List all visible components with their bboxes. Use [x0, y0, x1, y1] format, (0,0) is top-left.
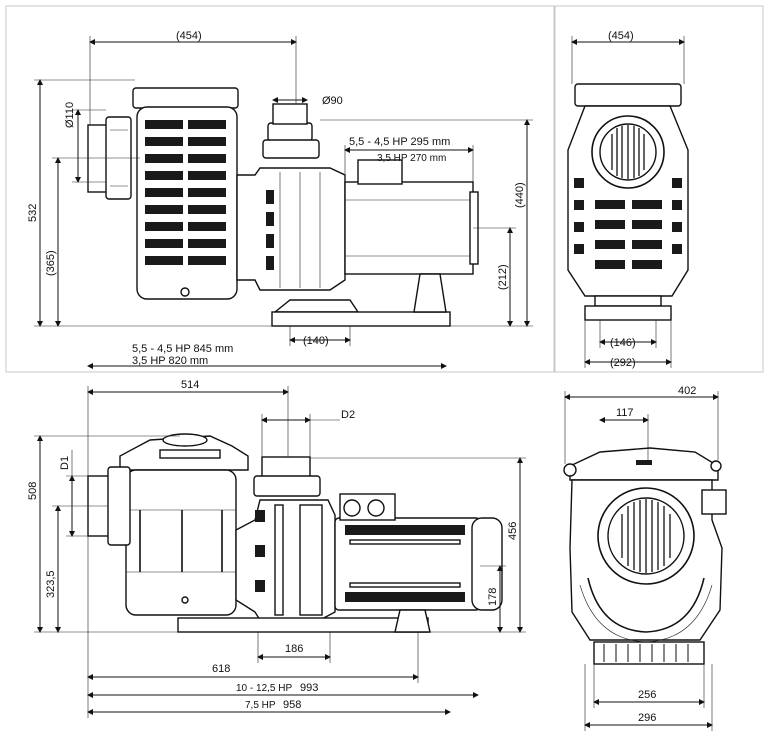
dim-212-label: (212)	[497, 264, 509, 290]
dim-532-label: 532	[27, 204, 39, 222]
dim-d1-label: D1	[59, 456, 71, 470]
dim-440-label: (440)	[514, 182, 526, 208]
bottom-left-side-view: 514 D2 D1 508 323,5 456 178	[27, 379, 526, 718]
bottom-right-front-view: 402 117 256 296	[563, 385, 727, 731]
dim-454-label: (454)	[176, 30, 202, 42]
top-right-panel-frame	[554, 5, 764, 373]
dim-456-label: 456	[507, 522, 519, 540]
dim-256-label: 256	[638, 689, 656, 701]
top-left-side-view: (454) Ø90 Ø110 532 (365) (440) (212) 5,5…	[27, 30, 533, 369]
dim-total-length-line2: 3,5 HP 820 mm	[132, 355, 208, 367]
dim-d2-label: D2	[341, 409, 355, 421]
dim-3235-label: 323,5	[45, 570, 57, 598]
dim-186-label: 186	[285, 643, 303, 655]
dim-402-label: 402	[678, 385, 696, 397]
outlet-union	[262, 103, 320, 159]
dim-178-label: 178	[487, 588, 499, 606]
top-left-panel-frame	[5, 5, 555, 373]
dim-292-label: (292)	[610, 357, 636, 369]
dim-total-line2-label: 7,5 HP	[245, 700, 276, 711]
dim-117-label: 117	[616, 407, 634, 419]
dim-365-label: (365)	[45, 250, 57, 276]
dim-total-line1-value: 993	[300, 682, 318, 694]
dim-dia110-label: Ø110	[64, 102, 76, 128]
dim-total-line1-label: 10 - 12,5 HP	[236, 683, 292, 694]
dim-296-label: 296	[638, 712, 656, 724]
dim-508-label: 508	[27, 482, 39, 500]
dim-618-label: 618	[212, 663, 230, 675]
dim-front-454-label: (454)	[608, 30, 634, 42]
prefilter-housing	[132, 87, 239, 300]
dim-total-line2-value: 958	[283, 699, 301, 711]
dim-dia90-label: Ø90	[322, 95, 343, 107]
pump-base	[271, 273, 451, 327]
motor	[344, 159, 479, 275]
dim-motor-length-line2: 3,5 HP 270 mm	[377, 153, 446, 164]
volute-housing	[236, 167, 346, 291]
dim-total-length-line1: 5,5 - 4,5 HP 845 mm	[132, 343, 233, 355]
top-right-front-view: (454) (146) (292)	[567, 30, 689, 369]
dim-140-label: (140)	[303, 335, 329, 347]
dim-motor-length-line1: 5,5 - 4,5 HP 295 mm	[349, 136, 450, 148]
dim-146-label: (146)	[610, 337, 636, 349]
dim-514-label: 514	[181, 379, 199, 391]
